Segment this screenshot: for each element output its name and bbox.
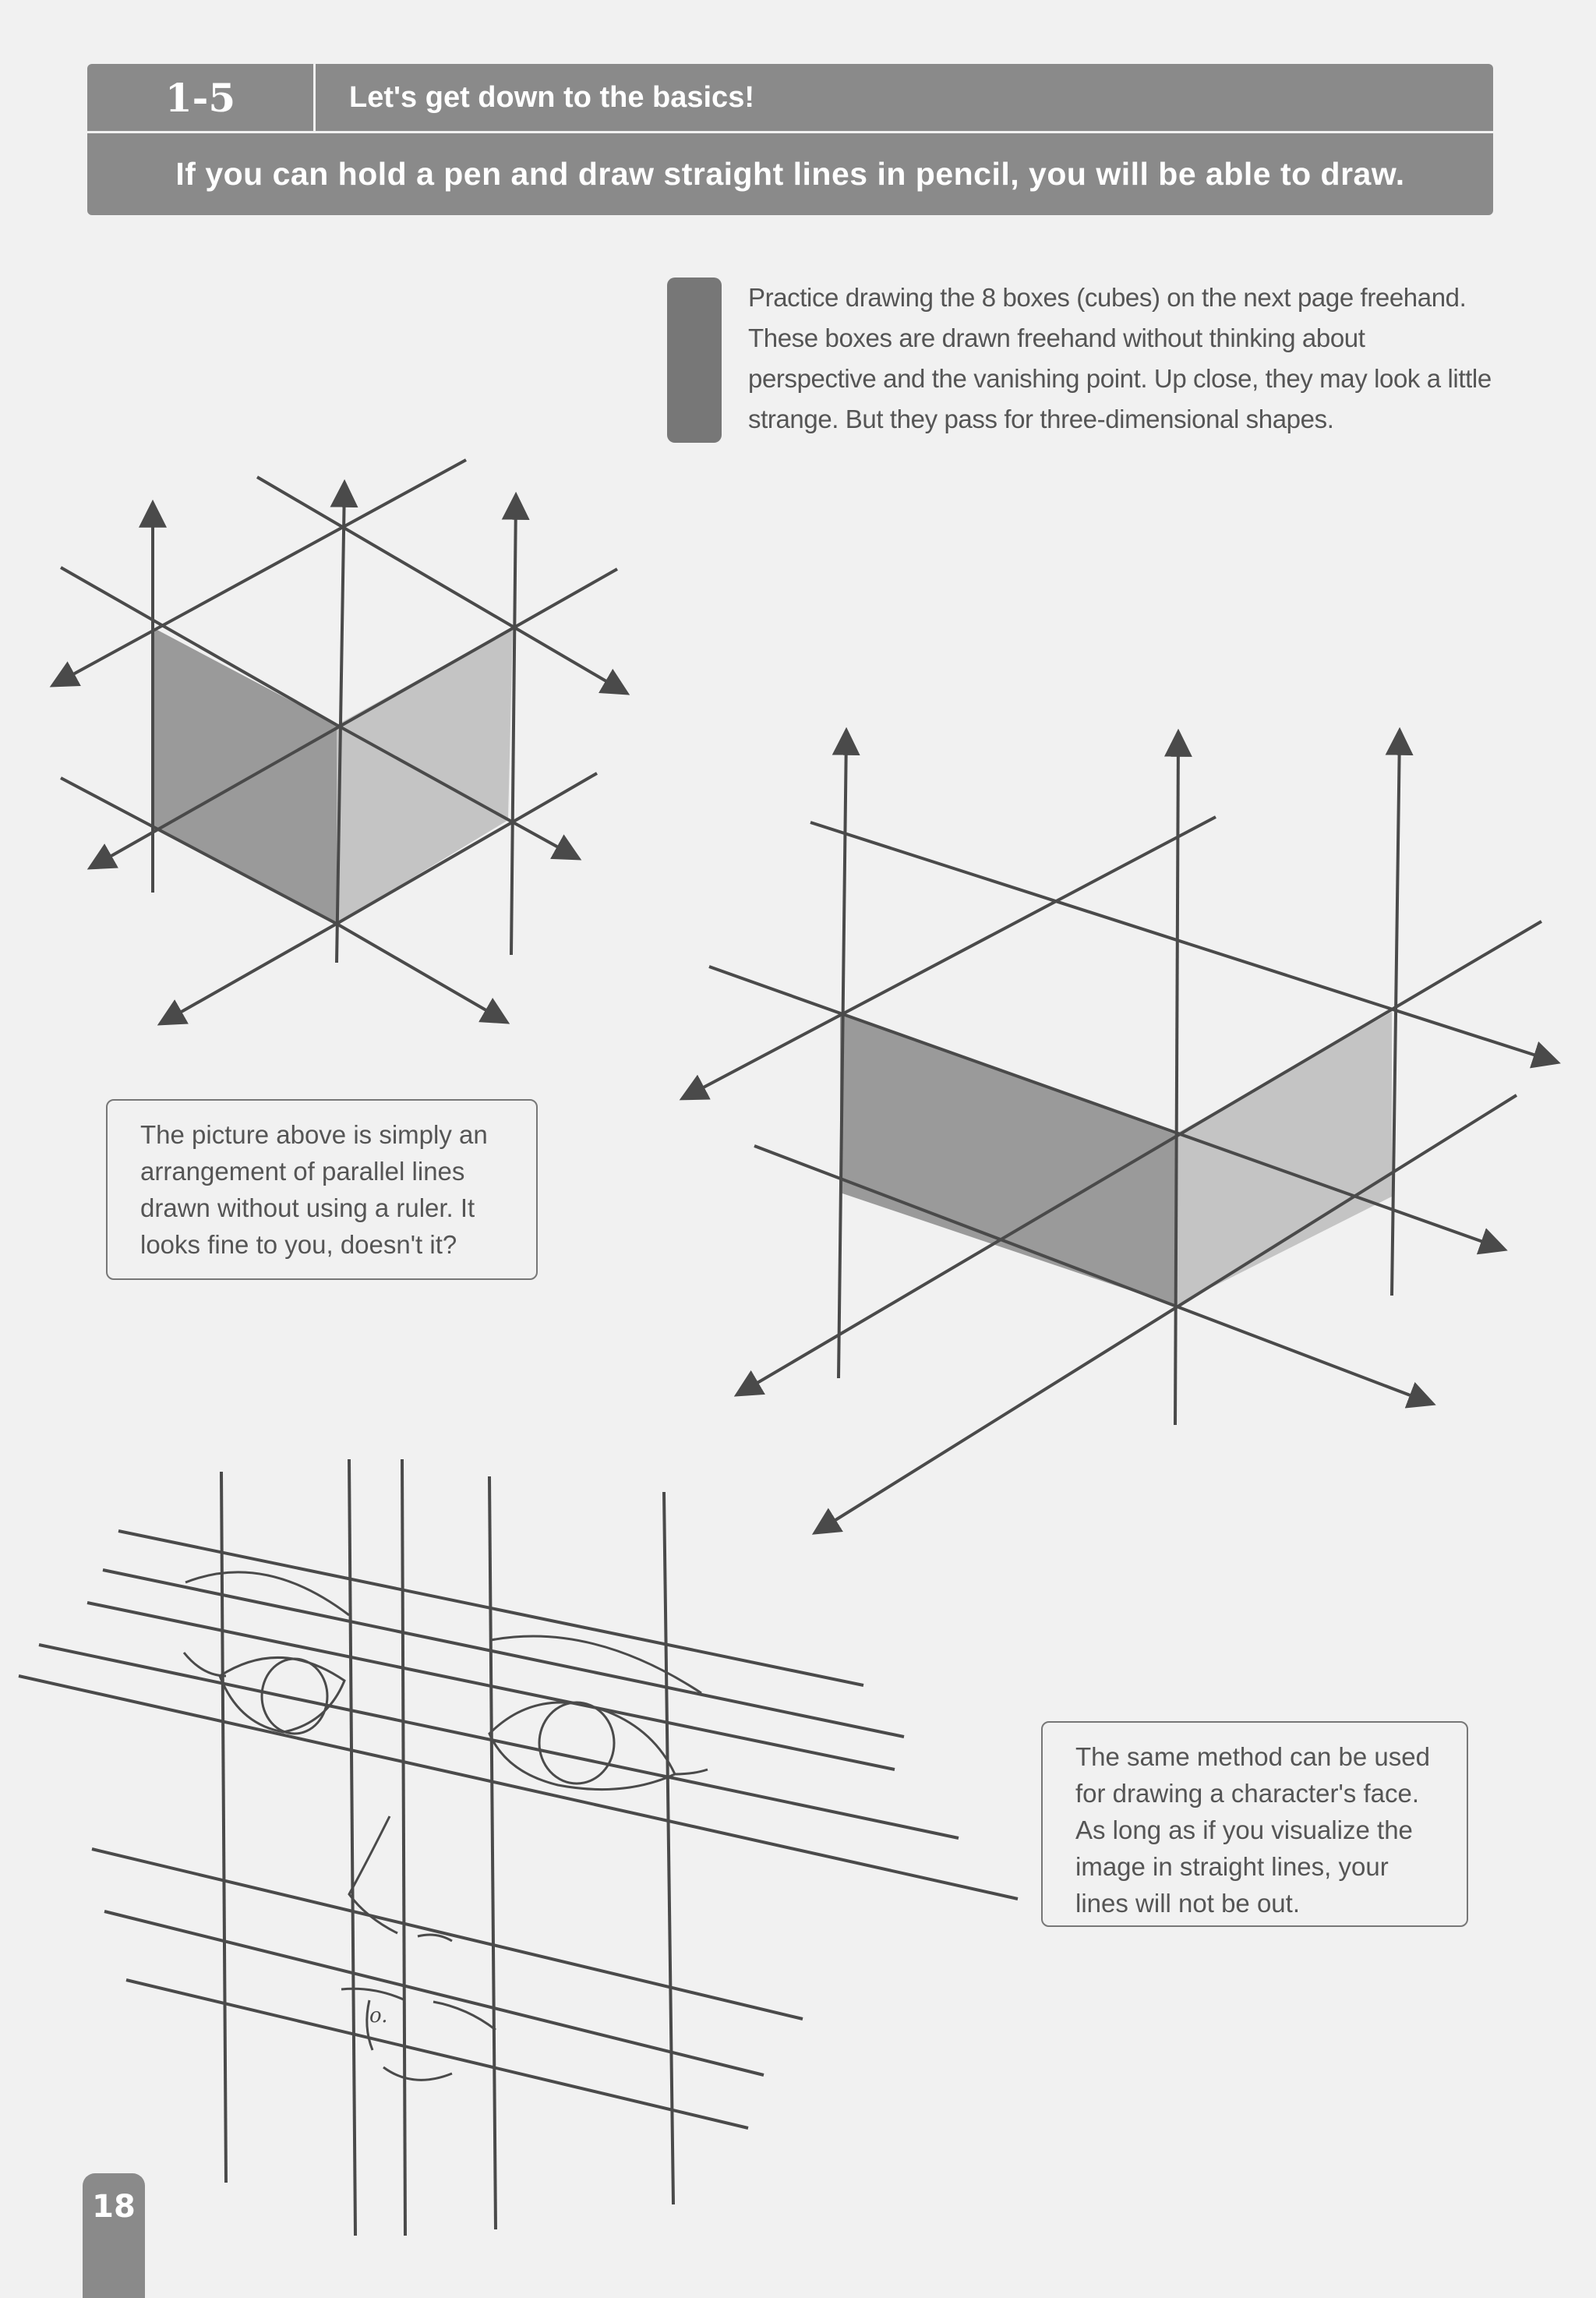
section-subtitle: If you can hold a pen and draw straight … — [175, 156, 1405, 192]
svg-text:o.: o. — [369, 2004, 387, 2028]
page-number-tab: 18 — [83, 2173, 145, 2298]
face-method-callout: The same method can be used for drawing … — [1041, 1721, 1468, 1927]
section-header: 1-5 Let's get down to the basics! If you… — [87, 64, 1493, 215]
intro-marker-bar — [667, 278, 722, 443]
page-number: 18 — [92, 2189, 136, 2225]
section-number: 1-5 — [87, 64, 316, 131]
header-top-row: 1-5 Let's get down to the basics! — [87, 64, 1493, 133]
face-grid-sketch-icon: o. — [18, 1458, 1019, 2236]
box-diagram-icon — [679, 727, 1561, 1535]
parallel-lines-callout: The picture above is simply an arrangeme… — [106, 1099, 538, 1280]
section-title: Let's get down to the basics! — [349, 80, 754, 114]
cube-diagram-icon — [49, 458, 630, 1026]
intro-paragraph: Practice drawing the 8 boxes (cubes) on … — [748, 283, 1492, 433]
